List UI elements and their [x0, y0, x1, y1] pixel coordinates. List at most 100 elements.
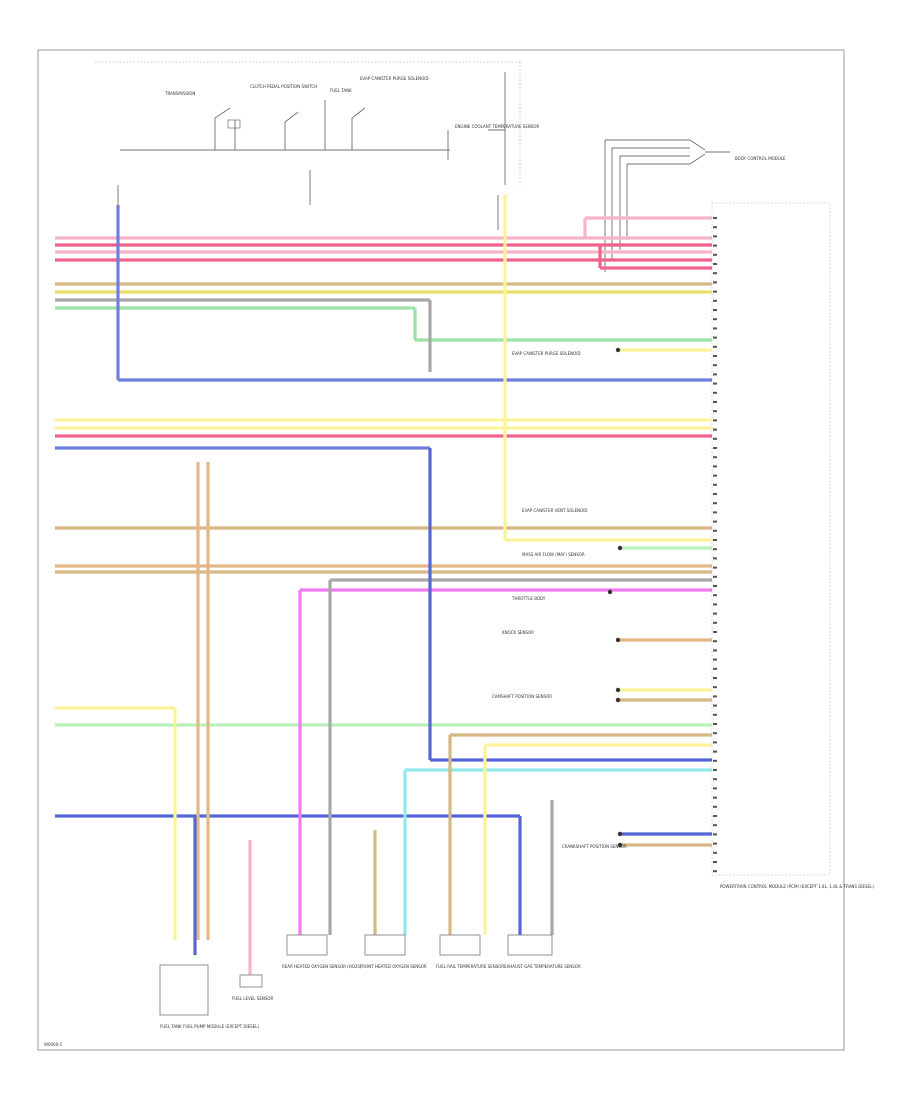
pcm-pin-71: [713, 861, 717, 863]
pcm-pin-28: [713, 465, 717, 468]
top-switch-area: [117, 72, 506, 230]
pcm-pin-57: [713, 732, 717, 735]
pcm-pin-37: [713, 548, 717, 551]
pcm-pin-1: [713, 217, 717, 219]
pcm-pin-23: [713, 419, 717, 422]
pcm-pin-24: [713, 428, 717, 431]
pcm-pin-9: [713, 290, 717, 293]
pcm-pin-19: [713, 382, 717, 385]
splice-dot-5: [617, 545, 623, 551]
pcm-connector-outline: [711, 202, 831, 876]
pcm-pin-59: [713, 750, 717, 753]
pcm-pin-68: [713, 833, 717, 836]
exhaust-temp-label: EXHAUST GAS TEMPERATURE SENSOR: [504, 964, 581, 969]
fuel-level-sensor-label: FUEL LEVEL SENSOR: [232, 996, 274, 1001]
splice-dot-3: [615, 687, 621, 693]
pcm-pin-14: [713, 336, 717, 339]
pcm-pin-45: [713, 621, 717, 624]
pcm-pin-26: [713, 447, 717, 449]
pcm-pin-67: [713, 824, 717, 827]
pcm-pin-16: [713, 355, 717, 357]
side-note-3: MASS AIR FLOW (MAF) SENSOR: [522, 552, 585, 557]
pcm-pin-50: [713, 667, 717, 670]
pcm-pin-15: [713, 345, 717, 348]
pcm-pin-62: [713, 778, 717, 781]
front-ho2s-box: [364, 934, 406, 956]
splice-dot-6: [617, 831, 623, 837]
pcm-pin-12: [713, 318, 717, 321]
pcm-pin-18: [713, 373, 717, 376]
splice-dot-2: [615, 637, 621, 643]
pcm-pins-layer: [607, 217, 717, 873]
pcm-pin-54: [713, 704, 717, 707]
clutch-switch-label: CLUTCH PEDAL POSITION SWITCH: [250, 84, 317, 89]
splice-dot-4: [615, 697, 621, 703]
pcm-pin-17: [713, 364, 717, 367]
bcm-branch: [604, 139, 730, 272]
pcm-pin-6: [713, 263, 717, 265]
pcm-pin-3: [713, 235, 717, 238]
wires-layer: [55, 216, 712, 847]
pcm-pin-10: [713, 299, 717, 302]
fuel-rail-temp-label: FUEL RAIL TEMPERATURE SENSOR: [436, 964, 504, 969]
pcm-pin-8: [713, 281, 717, 284]
pcm-pin-30: [713, 483, 717, 486]
fuel-level-sensor-box: [239, 974, 263, 988]
front-ho2s-label: FRONT HEATED OXYGEN SENSOR: [360, 964, 427, 969]
splice-dot-8: [607, 589, 613, 595]
pcm-pin-39: [713, 566, 717, 569]
footer-code: W0000-1: [44, 1042, 63, 1047]
pcm-pin-29: [713, 474, 717, 477]
pcm-pin-69: [713, 842, 717, 845]
pcm-pin-53: [713, 695, 717, 698]
pcm-pin-43: [713, 603, 717, 606]
pcm-pin-58: [713, 741, 717, 744]
pcm-pin-20: [713, 391, 717, 394]
side-note-4: THROTTLE BODY: [511, 596, 546, 601]
rear-ho2s-label: REAR HEATED OXYGEN SENSOR (HO2S): [282, 964, 362, 969]
pcm-pin-25: [713, 437, 717, 440]
pcm-label: POWERTRAIN CONTROL MODULE (PCM) (EXCEPT …: [720, 884, 874, 889]
pcm-pin-33: [713, 511, 717, 514]
pcm-pin-47: [713, 640, 717, 643]
vertical-wires-layer: [116, 195, 602, 975]
evap-top-label: EVAP CANISTER PURGE SOLENOID: [360, 76, 429, 81]
pcm-pin-52: [713, 686, 717, 689]
pcm-pin-35: [713, 529, 717, 532]
pcm-pin-11: [713, 309, 717, 311]
pcm-pin-42: [713, 594, 717, 597]
pcm-pin-21: [713, 401, 717, 403]
rear-ho2s-box: [286, 934, 328, 956]
pcm-pin-60: [713, 759, 717, 762]
pcm-pin-34: [713, 520, 717, 523]
side-note-7: CRANKSHAFT POSITION SENSOR: [562, 844, 627, 849]
side-note-6: CAMSHAFT POSITION SENSOR: [492, 694, 552, 699]
splice-dot-7: [617, 842, 623, 848]
diagram-frame: [37, 49, 845, 1051]
pcm-pin-49: [713, 658, 717, 661]
bottom-components: [159, 934, 553, 1016]
pcm-pin-44: [713, 612, 717, 615]
fuel-rail-temp-box: [439, 934, 481, 956]
pcm-pin-13: [713, 327, 717, 330]
pcm-pin-41: [713, 585, 717, 587]
pcm-pin-55: [713, 713, 717, 716]
fuel-pump-module-box: [159, 964, 209, 1016]
fuel-pump-module-label: FUEL TANK FUEL PUMP MODULE (EXCEPT DIESE…: [160, 1024, 259, 1029]
pcm-pin-27: [713, 456, 717, 459]
pcm-pin-66: [713, 815, 717, 817]
fuel-tank-label: FUEL TANK: [330, 88, 352, 93]
pcm-pin-31: [713, 493, 717, 495]
bcm-label: BODY CONTROL MODULE: [735, 156, 786, 161]
side-note-2: EVAP CANISTER VENT SOLENOID: [522, 508, 588, 513]
pcm-pin-46: [713, 631, 717, 633]
pcm-pin-61: [713, 769, 717, 771]
ect-sensor-label: ENGINE COOLANT TEMPERATURE SENSOR: [455, 124, 540, 129]
pcm-pin-70: [713, 851, 717, 854]
pcm-pin-65: [713, 805, 717, 808]
pcm-pin-22: [713, 410, 717, 413]
pcm-pin-51: [713, 677, 717, 679]
pcm-pin-36: [713, 539, 717, 541]
